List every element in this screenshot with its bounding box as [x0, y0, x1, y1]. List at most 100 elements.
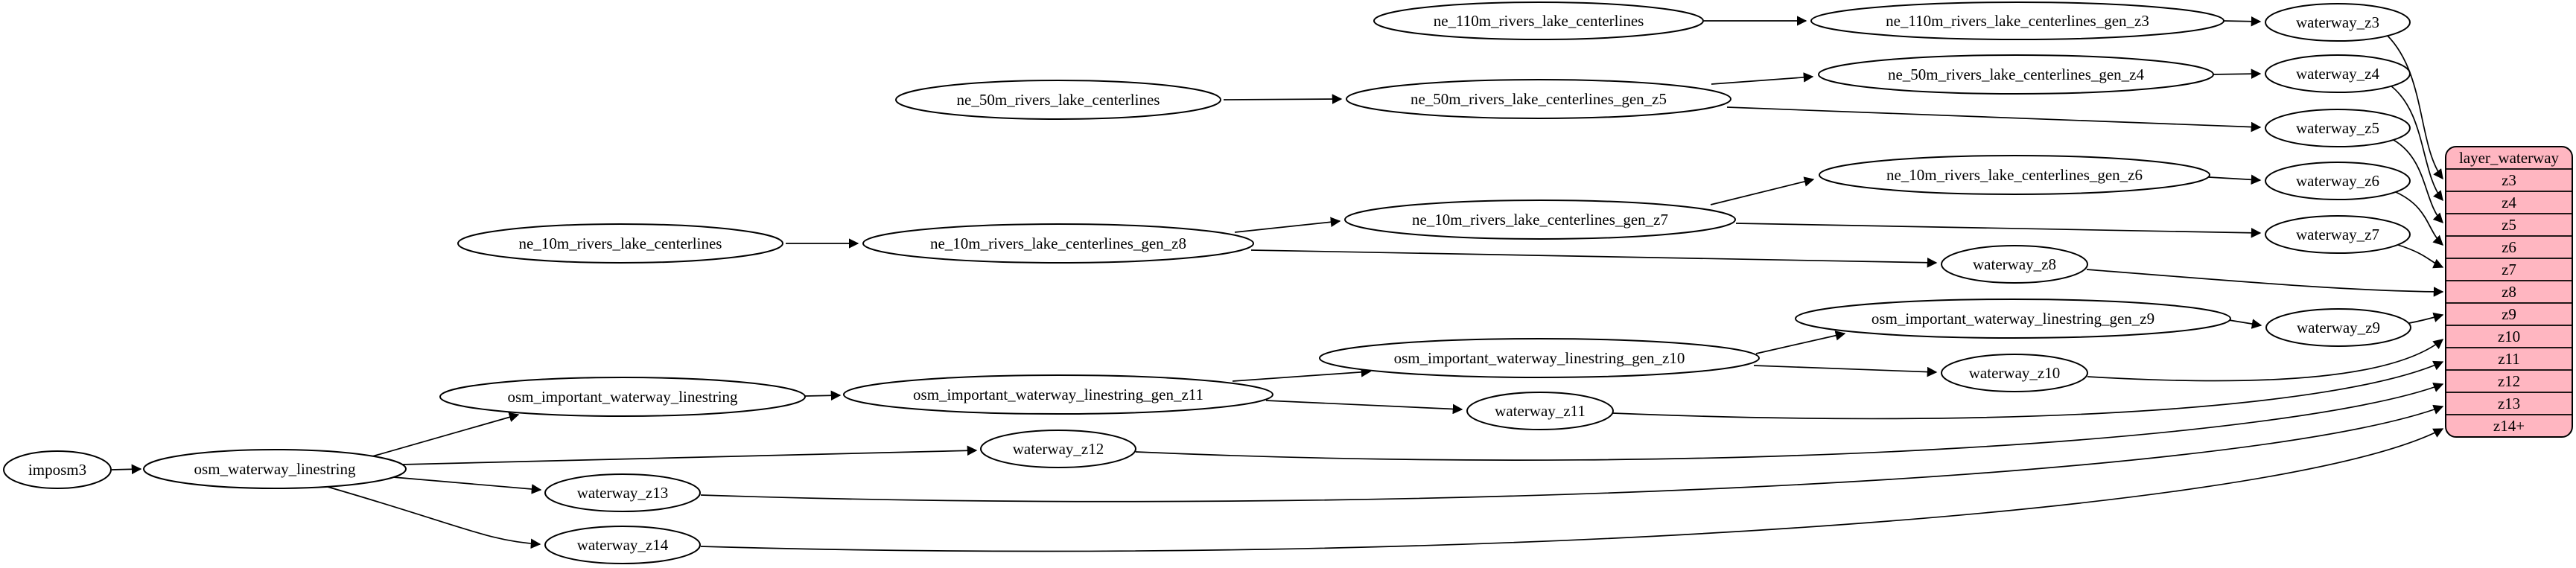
edge-waterway_z10-to-row_z10 — [2087, 339, 2444, 382]
svg-text:waterway_z13: waterway_z13 — [577, 484, 668, 502]
edge-osm_important_waterway_linestring-to-gen_z11 — [804, 390, 842, 401]
svg-text:osm_important_waterway_linestr: osm_important_waterway_linestring_gen_z1… — [913, 386, 1203, 403]
svg-text:waterway_z9: waterway_z9 — [2297, 319, 2380, 336]
edge-osm_waterway_linestring-to-waterway_z13 — [392, 476, 542, 494]
table-row-z5: z5 — [2502, 216, 2516, 234]
table-row-z6: z6 — [2502, 238, 2516, 256]
node-osm_important_waterway_linestring_gen_z9: osm_important_waterway_linestring_gen_z9 — [1795, 299, 2231, 339]
table-header: layer_waterway — [2459, 149, 2560, 167]
node-waterway_z10: waterway_z10 — [1941, 354, 2088, 392]
edge-gen_z8-to-gen_z7 — [1234, 217, 1341, 233]
svg-text:waterway_z11: waterway_z11 — [1495, 402, 1586, 420]
node-waterway_z5: waterway_z5 — [2265, 109, 2411, 147]
node-ne_110m_rivers_lake_centerlines_gen_z3: ne_110m_rivers_lake_centerlines_gen_z3 — [1810, 1, 2224, 40]
svg-text:waterway_z10: waterway_z10 — [1969, 364, 2060, 382]
svg-text:osm_waterway_linestring: osm_waterway_linestring — [194, 460, 356, 478]
svg-text:ne_10m_rivers_lake_centerlines: ne_10m_rivers_lake_centerlines_gen_z8 — [930, 234, 1186, 252]
node-waterway_z3: waterway_z3 — [2265, 3, 2411, 42]
edge-gen_z5-to-waterway_z5 — [1726, 106, 2262, 133]
edge-gen_z5-to-gen_z4 — [1711, 72, 1814, 85]
svg-text:ne_50m_rivers_lake_centerlines: ne_50m_rivers_lake_centerlines — [957, 91, 1160, 109]
edge-osm_waterway_linestring-to-osm_important_waterway_linestring — [372, 412, 520, 457]
edge-waterway_z6-to-row_z6 — [2395, 191, 2443, 246]
edge-waterway_z13-to-row_z13 — [700, 404, 2444, 502]
table-background — [2445, 146, 2573, 438]
edge-gen_z11-to-gen_z10 — [1232, 367, 1372, 382]
node-ne_50m_rivers_lake_centerlines_gen_z4: ne_50m_rivers_lake_centerlines_gen_z4 — [1818, 54, 2214, 95]
svg-text:waterway_z5: waterway_z5 — [2296, 119, 2379, 137]
table-row-z12: z12 — [2498, 372, 2520, 390]
edge-gen_z9-to-waterway_z9 — [2228, 319, 2262, 329]
svg-text:osm_important_waterway_linestr: osm_important_waterway_linestring_gen_z9 — [1871, 310, 2154, 328]
svg-text:ne_50m_rivers_lake_centerlines: ne_50m_rivers_lake_centerlines_gen_z5 — [1411, 90, 1667, 108]
edge-gen_z10-to-waterway_z10 — [1753, 365, 1938, 377]
svg-text:ne_50m_rivers_lake_centerlines: ne_50m_rivers_lake_centerlines_gen_z4 — [1888, 66, 2145, 83]
edge-gen_z7-to-gen_z6 — [1710, 176, 1815, 205]
edge-gen_z6-to-waterway_z6 — [2208, 174, 2262, 185]
table-layer_waterway: layer_waterway z3 z4 z5 z6 z7 z8 z9 z10 … — [2445, 146, 2573, 438]
edge-waterway_z14-to-row_z14 — [700, 428, 2444, 552]
nodes-layer: imposm3 osm_waterway_linestring osm_impo… — [3, 1, 2411, 564]
node-osm_waterway_linestring: osm_waterway_linestring — [143, 449, 407, 489]
svg-text:waterway_z8: waterway_z8 — [1973, 255, 2056, 273]
edge-gen_z10-to-gen_z9 — [1755, 331, 1846, 354]
edge-gen_z8-to-waterway_z8 — [1250, 249, 1938, 268]
edge-waterway_z11-to-row_z11 — [1612, 360, 2444, 420]
svg-text:waterway_z12: waterway_z12 — [1013, 440, 1104, 458]
node-waterway_z13: waterway_z13 — [544, 473, 701, 512]
svg-text:ne_10m_rivers_lake_centerlines: ne_10m_rivers_lake_centerlines_gen_z6 — [1886, 166, 2143, 184]
svg-text:ne_10m_rivers_lake_centerlines: ne_10m_rivers_lake_centerlines_gen_z7 — [1412, 211, 1668, 229]
node-ne_110m_rivers_lake_centerlines: ne_110m_rivers_lake_centerlines — [1373, 1, 1704, 40]
svg-text:ne_110m_rivers_lake_centerline: ne_110m_rivers_lake_centerlines — [1434, 12, 1644, 30]
table-row-z13: z13 — [2498, 395, 2520, 412]
node-waterway_z8: waterway_z8 — [1941, 245, 2088, 284]
edge-gen_z3-to-waterway_z3 — [2222, 16, 2262, 27]
table-row-z8: z8 — [2502, 283, 2516, 301]
svg-text:waterway_z14: waterway_z14 — [577, 536, 669, 554]
edge-imposm3-to-osm_waterway_linestring — [111, 464, 142, 475]
node-waterway_z11: waterway_z11 — [1466, 392, 1614, 430]
table-row-z7: z7 — [2502, 261, 2516, 278]
edge-waterway_z3-to-row_z3 — [2386, 34, 2443, 180]
table-row-z9: z9 — [2502, 305, 2516, 323]
table-row-z4: z4 — [2502, 194, 2516, 211]
edges-layer — [111, 16, 2444, 552]
edge-ne_50m-to-gen_z5 — [1223, 94, 1343, 104]
svg-text:waterway_z6: waterway_z6 — [2296, 172, 2379, 190]
node-waterway_z9: waterway_z9 — [2265, 308, 2411, 347]
svg-text:ne_110m_rivers_lake_centerline: ne_110m_rivers_lake_centerlines_gen_z3 — [1886, 12, 2149, 30]
node-waterway_z4: waterway_z4 — [2265, 54, 2411, 93]
node-ne_10m_rivers_lake_centerlines_gen_z6: ne_10m_rivers_lake_centerlines_gen_z6 — [1819, 155, 2210, 195]
edge-waterway_z4-to-row_z4 — [2390, 85, 2443, 202]
edge-gen_z11-to-waterway_z11 — [1265, 400, 1463, 415]
svg-text:waterway_z7: waterway_z7 — [2296, 226, 2379, 243]
svg-text:ne_10m_rivers_lake_centerlines: ne_10m_rivers_lake_centerlines — [519, 234, 722, 252]
edge-osm_waterway_linestring-to-waterway_z14 — [327, 486, 541, 549]
edge-waterway_z5-to-row_z5 — [2393, 139, 2443, 223]
node-waterway_z7: waterway_z7 — [2265, 215, 2411, 254]
edge-gen_z7-to-waterway_z7 — [1735, 223, 2262, 238]
edge-waterway_z12-to-row_z12 — [1135, 382, 2444, 461]
svg-text:waterway_z3: waterway_z3 — [2296, 13, 2379, 31]
node-waterway_z14: waterway_z14 — [544, 526, 701, 564]
svg-text:imposm3: imposm3 — [28, 461, 86, 479]
svg-text:waterway_z4: waterway_z4 — [2296, 65, 2379, 83]
node-ne_10m_rivers_lake_centerlines_gen_z8: ne_10m_rivers_lake_centerlines_gen_z8 — [862, 223, 1254, 264]
svg-text:osm_important_waterway_linestr: osm_important_waterway_linestring_gen_z1… — [1394, 349, 1685, 367]
table-row-z3: z3 — [2502, 171, 2516, 189]
node-waterway_z12: waterway_z12 — [980, 430, 1136, 468]
node-imposm3: imposm3 — [3, 450, 112, 489]
edge-waterway_z7-to-row_z7 — [2397, 244, 2444, 269]
node-ne_50m_rivers_lake_centerlines_gen_z5: ne_50m_rivers_lake_centerlines_gen_z5 — [1346, 79, 1731, 119]
node-waterway_z6: waterway_z6 — [2265, 162, 2411, 200]
node-ne_10m_rivers_lake_centerlines_gen_z7: ne_10m_rivers_lake_centerlines_gen_z7 — [1344, 200, 1736, 240]
node-ne_10m_rivers_lake_centerlines: ne_10m_rivers_lake_centerlines — [457, 223, 783, 264]
table-row-z14: z14+ — [2493, 417, 2525, 435]
node-osm_important_waterway_linestring_gen_z10: osm_important_waterway_linestring_gen_z1… — [1319, 338, 1760, 378]
node-ne_50m_rivers_lake_centerlines: ne_50m_rivers_lake_centerlines — [895, 80, 1221, 120]
edge-waterway_z8-to-row_z8 — [2086, 269, 2444, 297]
svg-text:osm_important_waterway_linestr: osm_important_waterway_linestring — [507, 388, 738, 406]
table-row-z11: z11 — [2498, 350, 2520, 368]
